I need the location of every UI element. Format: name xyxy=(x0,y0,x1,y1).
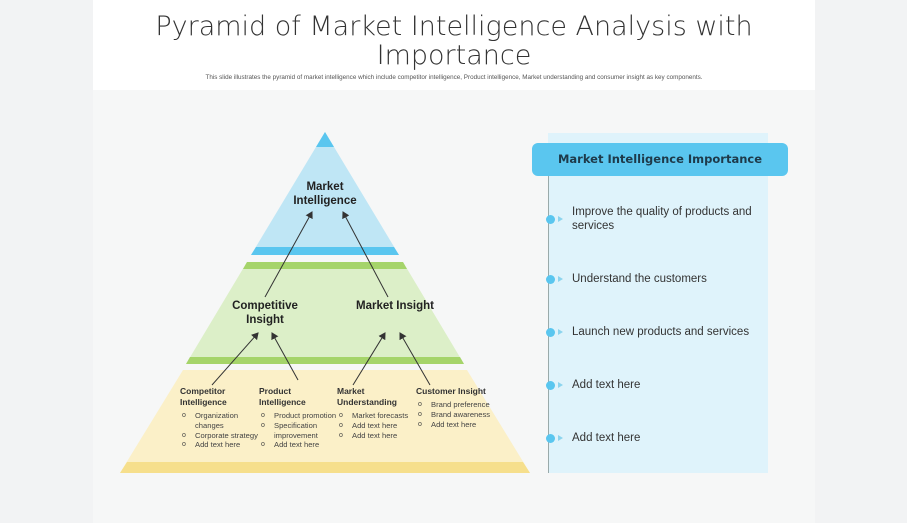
pyramid-bottom-band xyxy=(120,462,530,473)
bottom-column-market: Market Understanding Market forecastsAdd… xyxy=(337,386,417,440)
slide-title: Pyramid of Market Intelligence Analysis … xyxy=(155,11,753,71)
pyramid-middle-band-bottom xyxy=(186,357,464,364)
slide-header: Pyramid of Market Intelligence Analysis … xyxy=(93,0,815,90)
list-item: Add text here xyxy=(337,431,417,441)
pyramid-top-band xyxy=(251,247,399,255)
bullet-dot-icon xyxy=(546,327,555,337)
bottom-column-product: Product Intelligence Product promotionSp… xyxy=(259,386,339,450)
item-text: Add text here xyxy=(572,432,641,444)
pyramid-top-apex xyxy=(316,132,334,147)
slide-subtitle: This slide illustrates the pyramid of ma… xyxy=(205,74,703,81)
arrow-pi-to-competitive xyxy=(271,332,299,381)
list-item: Organization changes xyxy=(180,411,260,431)
list-item: Market forecasts xyxy=(337,411,417,421)
arrow-competitive-to-mi xyxy=(264,211,313,298)
list-item: Corporate strategy xyxy=(180,431,260,441)
panel-divider xyxy=(548,176,549,473)
importance-item: Add text here xyxy=(546,378,761,392)
arrow-market-to-mi xyxy=(342,211,389,298)
arrow-right-icon xyxy=(558,435,563,441)
pyramid-middle-band-top xyxy=(243,262,407,269)
list-item: Brand preference xyxy=(416,400,496,410)
pyramid-top-tier xyxy=(251,132,399,255)
arrow-right-icon xyxy=(558,276,563,282)
bullet-dot-icon xyxy=(546,214,555,224)
bottom-column-competitor: Competitor Intelligence Organization cha… xyxy=(180,386,260,450)
list-item: Add text here xyxy=(259,440,339,450)
list-item: Add text here xyxy=(416,420,496,430)
tier-middle-label-market: Market Insight xyxy=(356,300,434,312)
bullet-dot-icon xyxy=(546,380,555,390)
importance-item: Add text here xyxy=(546,431,761,445)
importance-panel xyxy=(548,133,768,473)
bottom-column-customer: Customer Insight Brand preferenceBrand a… xyxy=(416,386,496,429)
arrow-cust-to-market xyxy=(399,332,431,386)
item-text: Understand the customers xyxy=(572,273,707,285)
item-text: Add text here xyxy=(572,379,641,391)
list-item: Add text here xyxy=(337,421,417,431)
list-item: Add text here xyxy=(180,440,260,450)
column-heading: Competitor Intelligence xyxy=(180,386,227,407)
tier-middle-label-competitive: Competitive Insight xyxy=(232,300,298,326)
importance-item: Understand the customers xyxy=(546,272,761,286)
column-heading: Product Intelligence xyxy=(259,386,306,407)
importance-item: Improve the quality of products and serv… xyxy=(546,205,761,233)
arrow-ci-to-competitive xyxy=(211,332,259,386)
list-item: Specification improvement xyxy=(259,421,339,441)
list-item: Brand awareness xyxy=(416,410,496,420)
bullet-dot-icon xyxy=(546,433,555,443)
column-heading: Customer Insight xyxy=(416,386,486,396)
arrow-right-icon xyxy=(558,329,563,335)
importance-header: Market Intelligence Importance xyxy=(532,143,788,176)
tier-top-label: Market Intelligence xyxy=(293,181,357,207)
list-item: Product promotion xyxy=(259,411,339,421)
importance-item: Launch new products and services xyxy=(546,325,761,339)
column-heading: Market Understanding xyxy=(337,386,397,407)
arrow-mu-to-market xyxy=(352,332,386,386)
arrow-right-icon xyxy=(558,382,563,388)
arrow-right-icon xyxy=(558,216,563,222)
item-text: Launch new products and services xyxy=(572,326,750,338)
bullet-dot-icon xyxy=(546,274,555,284)
item-text: Improve the quality of products and serv… xyxy=(572,206,752,232)
